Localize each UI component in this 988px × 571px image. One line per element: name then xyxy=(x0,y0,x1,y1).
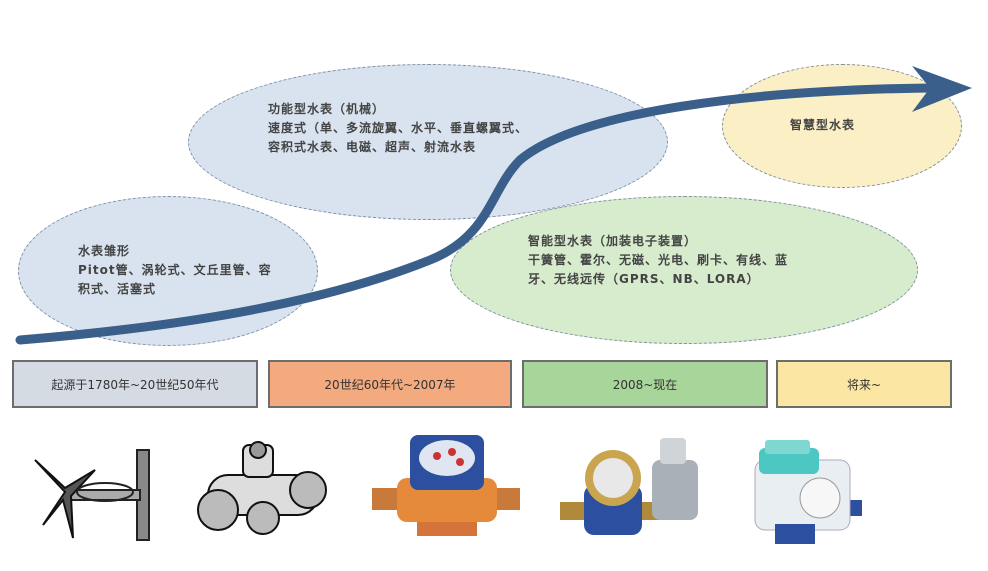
functional-title: 功能型水表（机械） xyxy=(268,102,386,116)
era-box-origin: 起源于1780年~20世纪50年代 xyxy=(12,360,258,408)
wisdom-text: 智慧型水表 xyxy=(790,116,930,135)
era-label: 20世纪60年代~2007年 xyxy=(324,377,456,392)
ic-card-water-meter-icon xyxy=(754,440,862,544)
turbine-meter-sketch-icon xyxy=(197,441,327,535)
smart-line2: 牙、无线远传（GPRS、NB、LORA） xyxy=(528,272,760,286)
smart-title: 智能型水表（加装电子装置） xyxy=(528,234,698,248)
era-label: 将来~ xyxy=(846,377,882,392)
era-label: 2008~现在 xyxy=(612,377,678,392)
origin-line1: Pitot管、涡轮式、文丘里管、容 xyxy=(78,263,272,277)
ellipse-functional xyxy=(188,64,668,220)
era-box-smart: 2008~现在 xyxy=(522,360,768,408)
origin-title: 水表雏形 xyxy=(78,244,131,258)
ellipse-smart xyxy=(450,196,918,344)
functional-line2: 容积式水表、电磁、超声、射流水表 xyxy=(268,140,477,154)
smart-water-meter-icon xyxy=(560,438,698,535)
functional-line1: 速度式（单、多流旋翼、水平、垂直螺翼式、 xyxy=(268,121,529,135)
origin-text: 水表雏形 Pitot管、涡轮式、文丘里管、容 积式、活塞式 xyxy=(78,242,318,299)
origin-line2: 积式、活塞式 xyxy=(78,282,157,296)
era-label: 起源于1780年~20世纪50年代 xyxy=(51,377,219,392)
smart-line1: 干簧管、霍尔、无磁、光电、刷卡、有线、蓝 xyxy=(528,253,789,267)
mechanical-water-meter-icon xyxy=(372,435,520,536)
smart-text: 智能型水表（加装电子装置） 干簧管、霍尔、无磁、光电、刷卡、有线、蓝 牙、无线远… xyxy=(528,232,898,289)
pitot-tube-sketch-icon xyxy=(34,449,150,541)
wisdom-title: 智慧型水表 xyxy=(790,118,856,132)
era-box-mechanical: 20世纪60年代~2007年 xyxy=(268,360,512,408)
era-box-future: 将来~ xyxy=(776,360,952,408)
functional-text: 功能型水表（机械） 速度式（单、多流旋翼、水平、垂直螺翼式、 容积式水表、电磁、… xyxy=(268,100,658,157)
